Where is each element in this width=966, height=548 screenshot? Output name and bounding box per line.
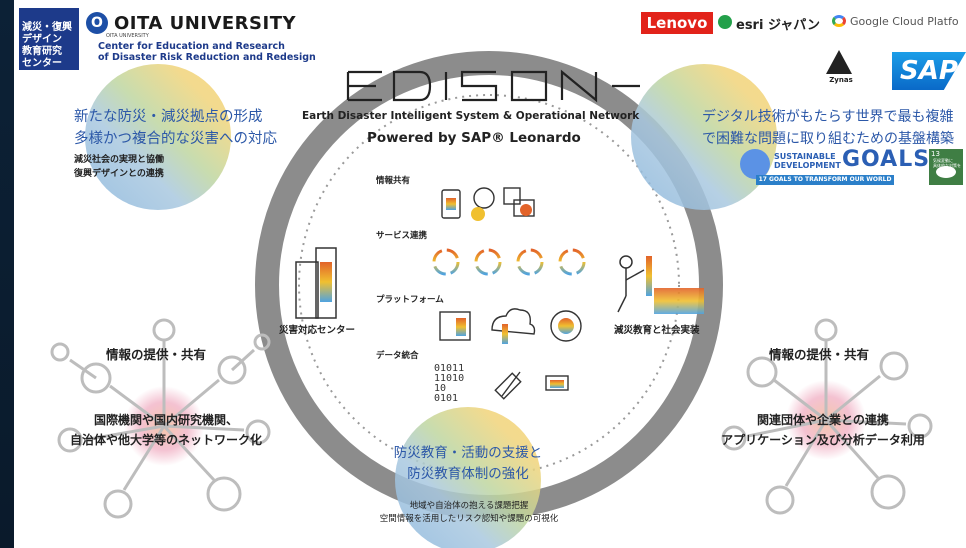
top-left-heading-2: 多様かつ複合的な災害への対応 [74, 131, 277, 147]
right-network-text: 関連団体や企業との連携 アプリケーション及び分析データ利用 [721, 413, 925, 447]
top-left-note: 減災社会の実現と協働 復興デザインとの連携 [74, 155, 165, 179]
bottom-bubble [395, 407, 541, 548]
google-cloud-icon [832, 15, 846, 27]
platform-icons [439, 308, 582, 344]
data-integration-icons [494, 371, 569, 400]
sdg-13-label: 気候変動に 具体的な対策を [933, 158, 961, 168]
lenovo-logo: Lenovo [641, 12, 713, 34]
center-logo-text: 減災・復興 デザイン 教育研究 センター [22, 22, 72, 69]
education-classroom-icon [617, 255, 704, 314]
disaster-center-label: 災害対応センター [279, 325, 356, 336]
edison-subtitle: Earth Disaster Intelligent System & Oper… [302, 110, 640, 122]
left-network-text: 国際機関や国内研究機関、 自治体や他大学等のネットワーク化 [69, 413, 262, 447]
sdg-banner: 17 GOALS TO TRANSFORM OUR WORLD [756, 175, 894, 185]
top-right-heading-2: で困難な問題に取り組むための基盤構築 [702, 131, 954, 147]
right-network-title: 情報の提供・共有 [769, 347, 870, 362]
top-right-heading-1: デジタル技術がもたらす世界で最も複雑 [702, 109, 954, 125]
left-network-graphic [50, 318, 271, 519]
climate-eye-icon [936, 166, 956, 178]
google-cloud-logo: Google Cloud Platfo [850, 15, 959, 28]
zynas-logo: Zynas [829, 76, 853, 84]
layer-info-sharing: 情報共有 [376, 176, 411, 186]
dotted-ring [298, 94, 680, 476]
university-name: OITA UNIVERSITY [114, 13, 297, 34]
university-center-description: Center for Education and Research of Dis… [98, 41, 316, 63]
education-label: 減災教育と社会実装 [614, 325, 700, 336]
diagram-panel: 減災・復興 デザイン 教育研究 センター OITA UNIVERSITY O O… [14, 0, 966, 548]
layer-data: データ統合 [376, 351, 419, 361]
center-logo-caption: OITA UNIVERSITY [22, 71, 71, 77]
top-right-bubble [631, 64, 777, 210]
diagram-graphics [50, 51, 933, 548]
bottom-heading: 防災教育・活動の支援と 防災教育体制の強化 [393, 445, 543, 482]
edison-powered-by: Powered by SAP® Leonardo [367, 130, 581, 146]
zynas-mark-icon [826, 50, 852, 74]
layer-service: サービス連携 [376, 231, 428, 241]
sdg-13-number: 13 [931, 150, 940, 158]
info-sharing-icons [441, 187, 535, 221]
service-cycle-icons [432, 248, 586, 276]
university-small-name: OITA UNIVERSITY [106, 33, 149, 39]
esri-logo: esri ジャパン [736, 18, 820, 33]
left-network-title: 情報の提供・共有 [106, 347, 207, 362]
disaster-center-building-icon [295, 247, 337, 319]
un-emblem-icon [740, 149, 770, 179]
bottom-note: 地域や自治体の抱える課題把握 空間情報を活用したリスク認知や課題の可視化 [379, 501, 559, 524]
edison-logo [346, 69, 640, 103]
sdg-goals-text: GOALS [842, 147, 931, 172]
right-network-graphic [721, 318, 933, 515]
binary-data-icon: 01011 11010 10 0101 [434, 363, 465, 404]
esri-globe-icon [718, 15, 732, 29]
center-logo: 減災・復興 デザイン 教育研究 センター OITA UNIVERSITY [19, 8, 79, 77]
sdg-text: SUSTAINABLE DEVELOPMENT [774, 152, 841, 170]
top-left-bubble [85, 64, 231, 210]
oita-university-mark-icon: O [86, 12, 108, 34]
top-left-heading-1: 新たな防災・減災拠点の形成 [74, 109, 263, 125]
layer-platform: プラットフォーム [376, 295, 444, 305]
